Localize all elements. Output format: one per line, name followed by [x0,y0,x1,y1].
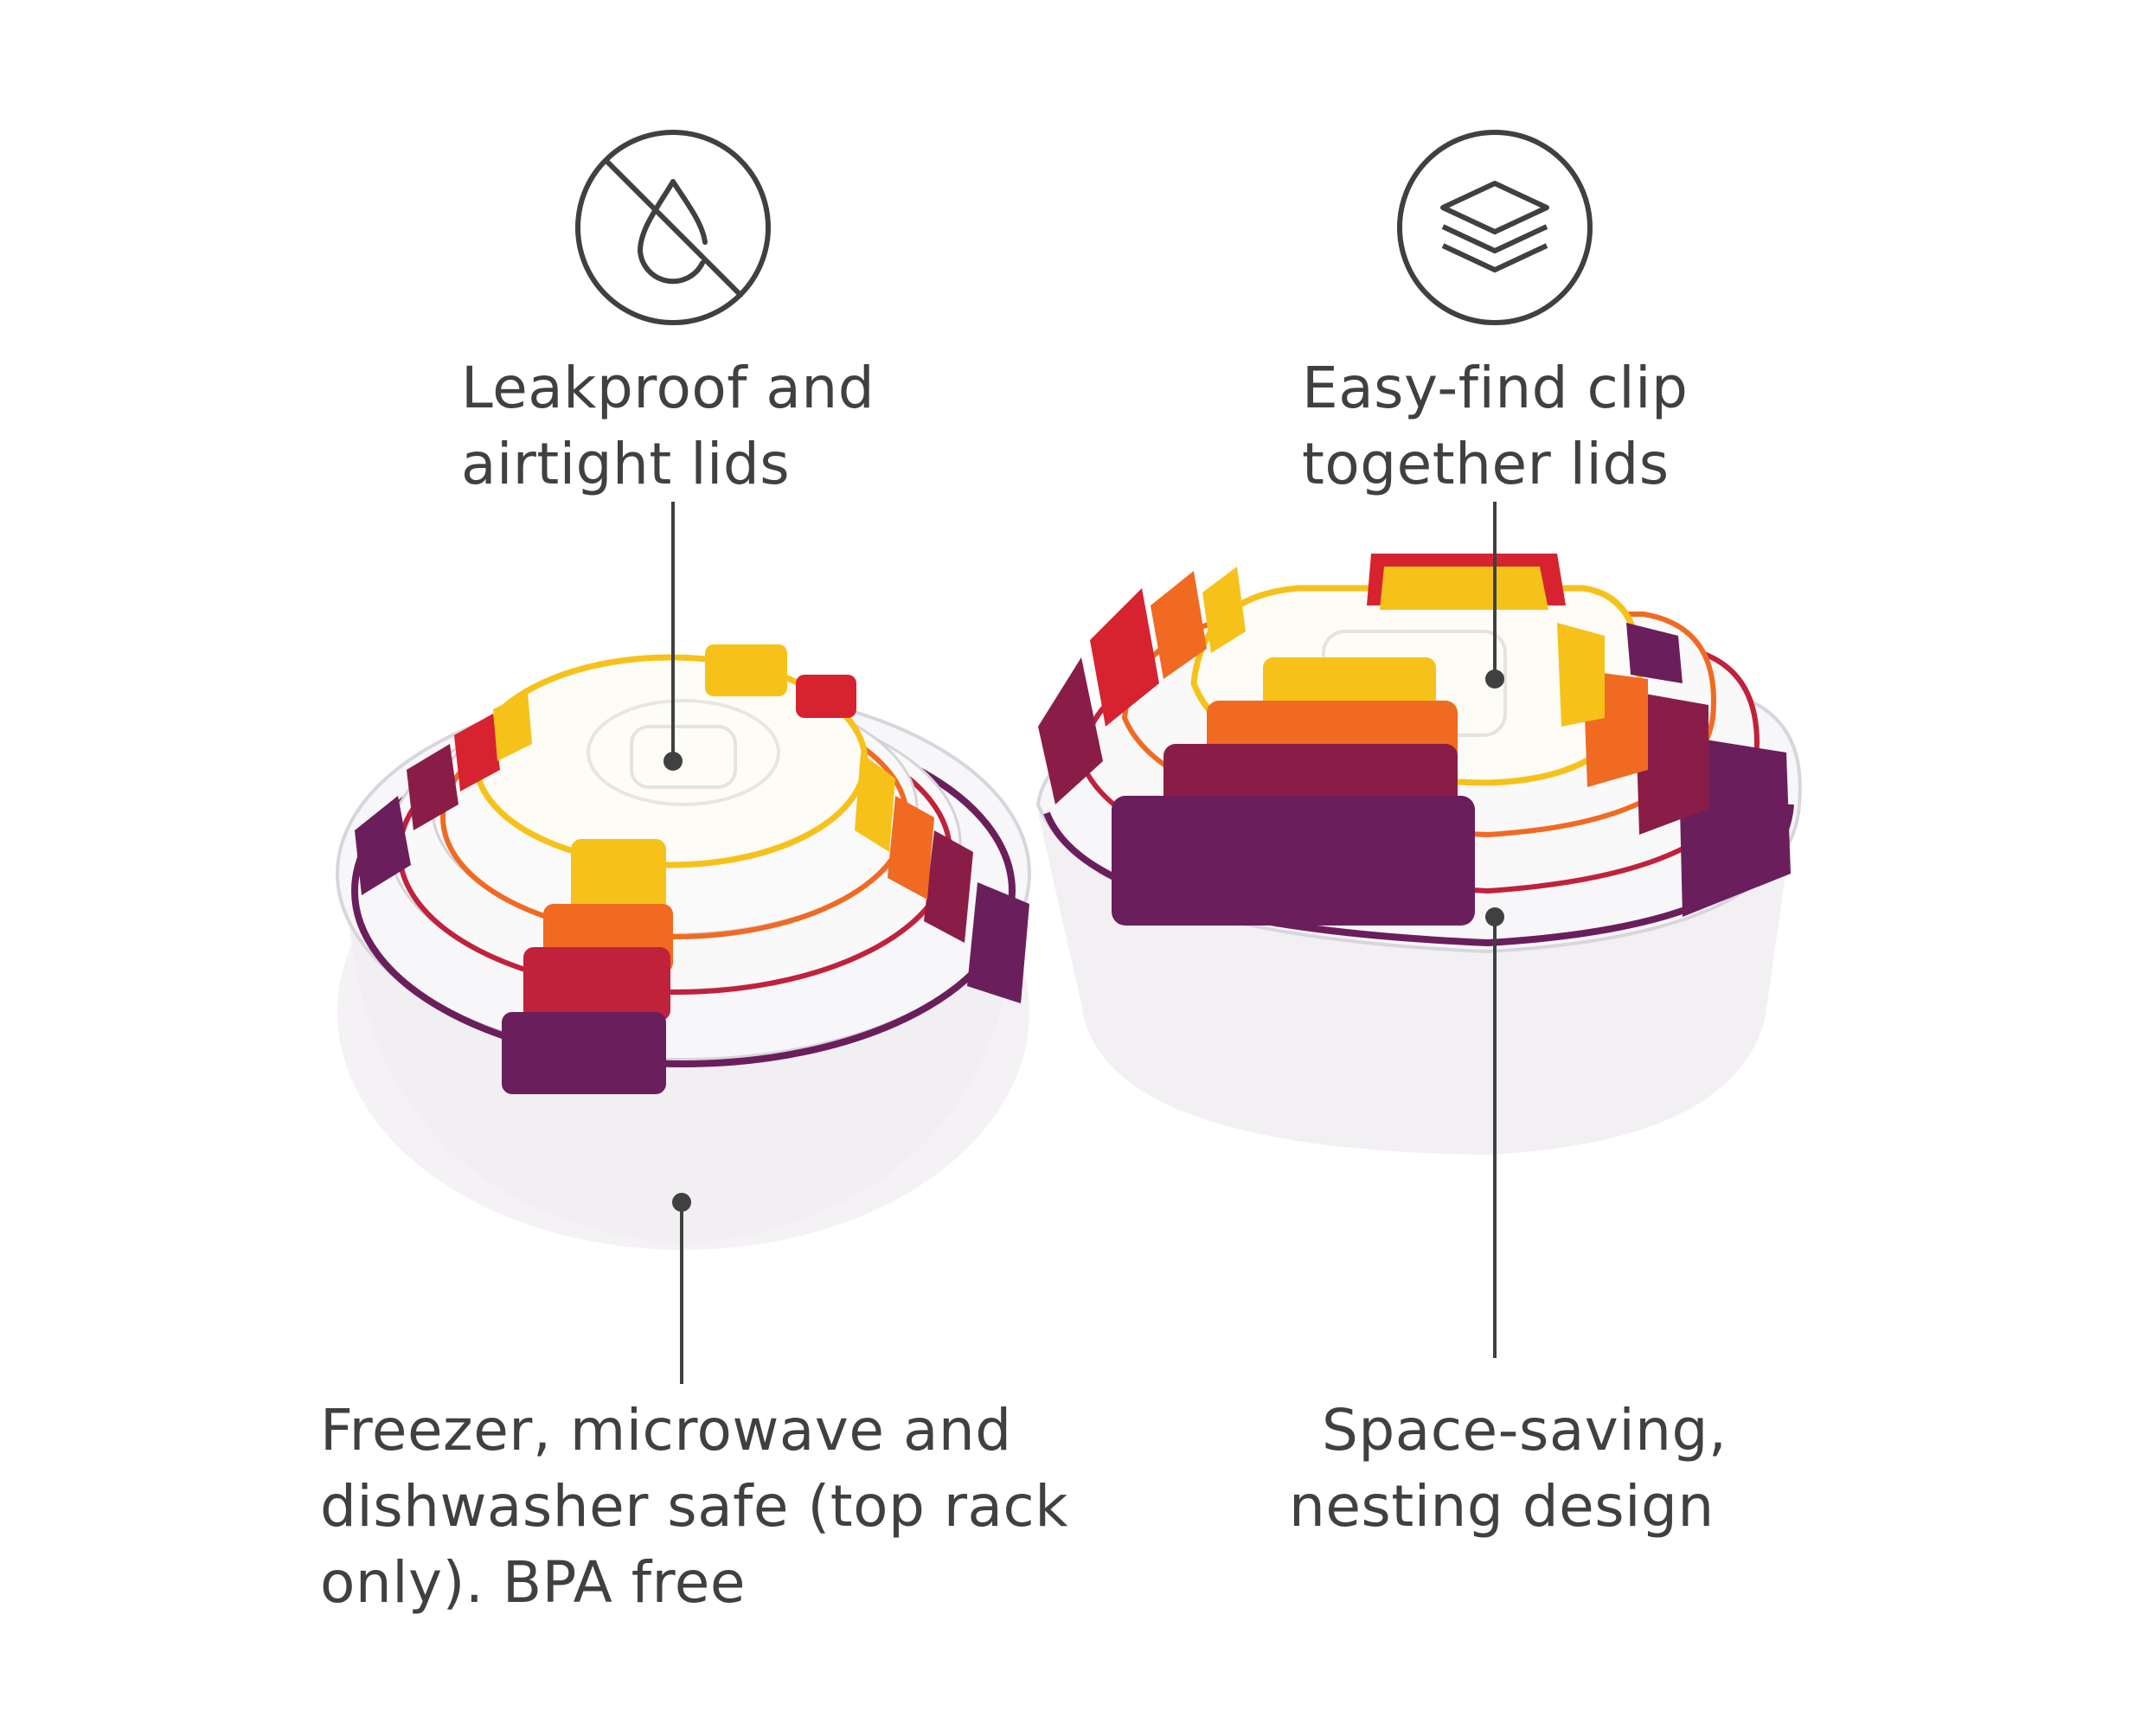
leakproof-caption-line: airtight lids [461,431,791,497]
leakproof-caption-line: Leakproof and [461,355,875,421]
safety-caption-line: dishwasher safe (top rack [320,1473,1068,1540]
safety-caption-line: only). BPA free [320,1549,746,1616]
clip-caption: Easy-find clip together lids [1302,350,1688,503]
leakproof-caption: Leakproof and airtight lids [461,350,875,503]
clip-caption-line: Easy-find clip [1302,355,1689,421]
nesting-caption-line: nesting design [1289,1473,1715,1540]
callout-lines [663,502,1504,1384]
safety-caption: Freezer, microwave and dishwasher safe (… [320,1393,1068,1621]
no-drop-icon [575,130,771,325]
rectangular-containers [1035,554,1802,1155]
nesting-caption-line: Space-saving, [1322,1397,1728,1464]
round-containers [336,644,1031,1250]
stacked-layers-icon [1397,130,1593,325]
clip-caption-line: together lids [1302,431,1670,497]
nesting-caption: Space-saving, nesting design [1289,1393,1727,1545]
safety-caption-line: Freezer, microwave and [320,1397,1012,1464]
